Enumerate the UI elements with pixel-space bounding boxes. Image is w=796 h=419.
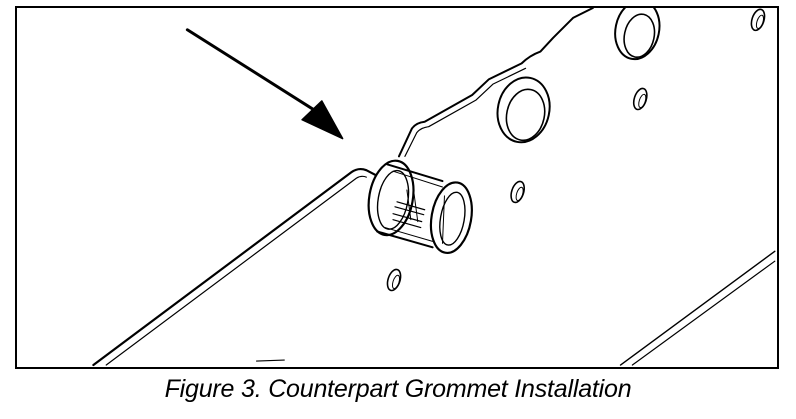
panel-flange-edge	[397, 8, 594, 158]
grommet-icon	[367, 159, 473, 254]
figure-frame	[15, 6, 779, 369]
small-hole-3	[632, 87, 648, 111]
figure-caption: Figure 3. Counterpart Grommet Installati…	[164, 375, 632, 403]
small-hole-4	[750, 8, 766, 32]
large-hole-1	[496, 76, 551, 144]
grommet-installation-drawing	[92, 8, 776, 367]
arrow-icon	[185, 28, 344, 140]
panel-front-edge	[92, 167, 389, 367]
small-hole-2	[510, 180, 526, 204]
panel-bottom-edge	[619, 250, 776, 366]
large-hole-2	[614, 8, 661, 61]
small-hole-1	[386, 268, 402, 292]
